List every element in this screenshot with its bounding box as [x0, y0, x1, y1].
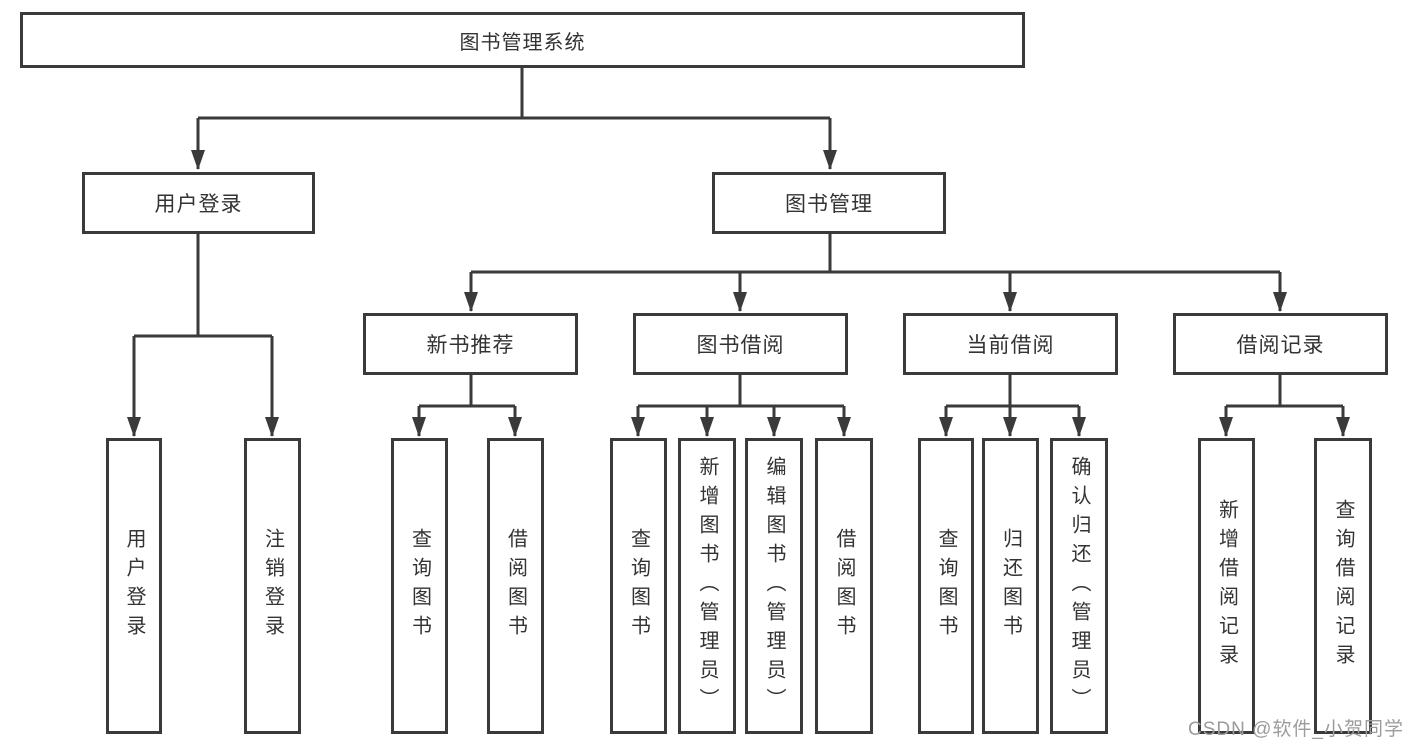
leaf-logout: 注销登录: [244, 438, 301, 734]
leaf-query-books-borrow: 查询图书: [610, 438, 667, 734]
leaf-add-book-admin: 新增图书（管理员）: [678, 438, 736, 734]
leaf-edit-book-admin: 编辑图书（管理员）: [745, 438, 803, 734]
leaf-query-books-current: 查询图书: [918, 438, 974, 734]
leaf-query-books-newbook: 查询图书: [391, 438, 448, 734]
leaf-borrow-books-newbook: 借阅图书: [487, 438, 544, 734]
leaf-return-book: 归还图书: [982, 438, 1039, 734]
leaf-borrow-books-borrow: 借阅图书: [815, 438, 873, 734]
csdn-watermark: CSDN @软件_小贺同学: [1188, 719, 1404, 740]
node-new-book-recommend: 新书推荐: [363, 313, 578, 375]
node-book-management: 图书管理: [712, 172, 946, 234]
node-book-borrowing: 图书借阅: [633, 313, 848, 375]
leaf-add-borrow-record: 新增借阅记录: [1198, 438, 1255, 734]
node-borrowing-records: 借阅记录: [1173, 313, 1388, 375]
node-current-borrowing: 当前借阅: [903, 313, 1118, 375]
leaf-query-borrow-record: 查询借阅记录: [1314, 438, 1372, 734]
node-user-login: 用户登录: [82, 172, 315, 234]
leaf-confirm-return-admin: 确认归还（管理员）: [1050, 438, 1108, 734]
leaf-user-login: 用户登录: [106, 438, 162, 734]
node-root: 图书管理系统: [20, 12, 1025, 68]
